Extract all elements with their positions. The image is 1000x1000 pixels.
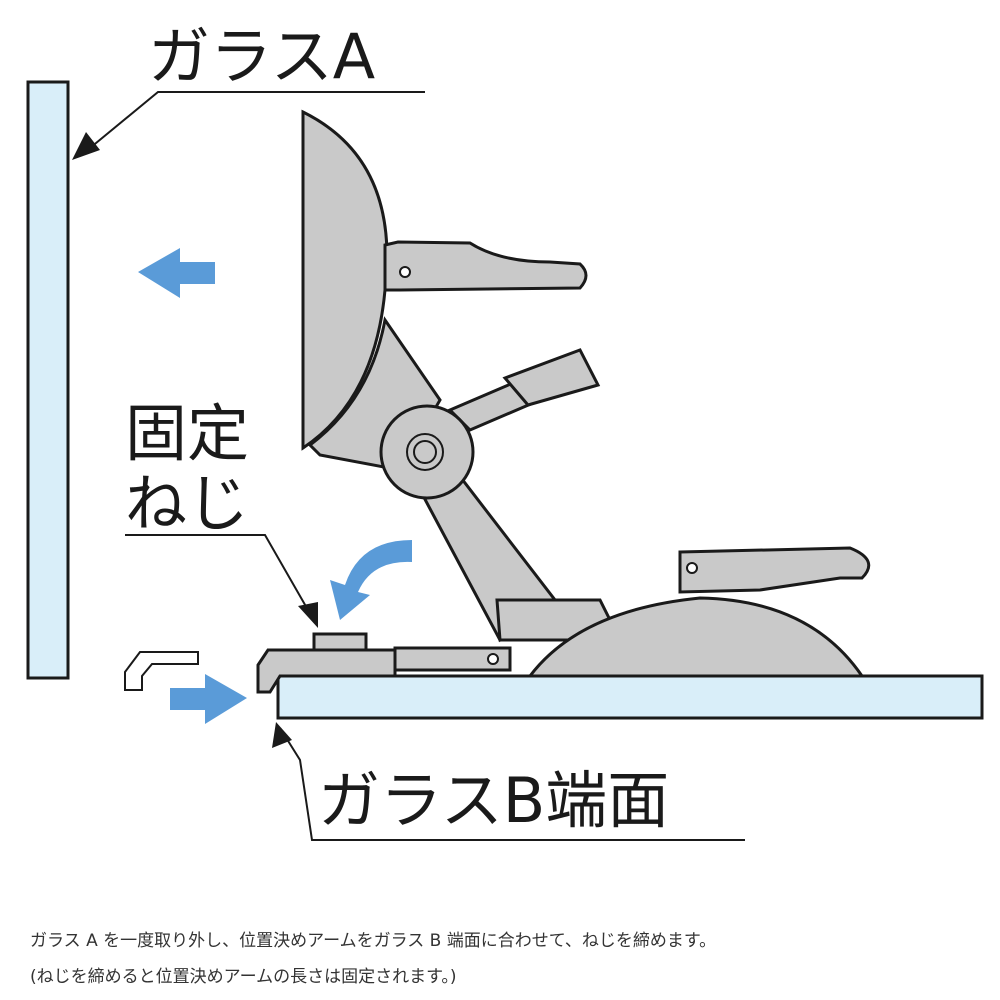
glass-a-leader-line (89, 91, 425, 149)
caption-line-2: (ねじを締めると位置決めアームの長さは固定されます。) (30, 967, 457, 987)
fixing-screw-label-line2: ねじ (125, 467, 249, 540)
positioning-arm (256, 648, 397, 694)
arm-end-outline (124, 651, 199, 691)
caption-line-1: ガラス A を一度取り外し、位置決めアームをガラス B 端面に合わせて、ねじを締… (30, 931, 717, 951)
glass-a-panel (26, 80, 70, 680)
move-left-arrow-icon (138, 248, 215, 298)
glass-b-panel (276, 674, 984, 720)
lower-handle (678, 546, 871, 594)
lower-suction-pad (526, 596, 865, 678)
upper-handle-screw (399, 266, 411, 278)
fixing-screw-label-line1: 固定 (125, 397, 249, 470)
leader-arrowhead (298, 602, 318, 628)
knob (502, 348, 601, 407)
pivot-center-inner (413, 440, 437, 464)
rail-screw (487, 653, 499, 665)
leader-arrowhead (272, 722, 292, 748)
glass-a-label: ガラスA (148, 20, 375, 93)
glass-b-leader-line (279, 727, 745, 841)
upper-handle (383, 240, 588, 292)
lower-handle-screw (686, 562, 698, 574)
rotate-arrow-icon (330, 540, 412, 620)
move-right-arrow-icon (170, 674, 247, 724)
leader-arrowhead (72, 132, 100, 160)
fixing-screw-leader-line (125, 534, 309, 611)
fixing-screw (312, 632, 368, 652)
glass-b-edge-label: ガラスB端面 (318, 764, 669, 837)
